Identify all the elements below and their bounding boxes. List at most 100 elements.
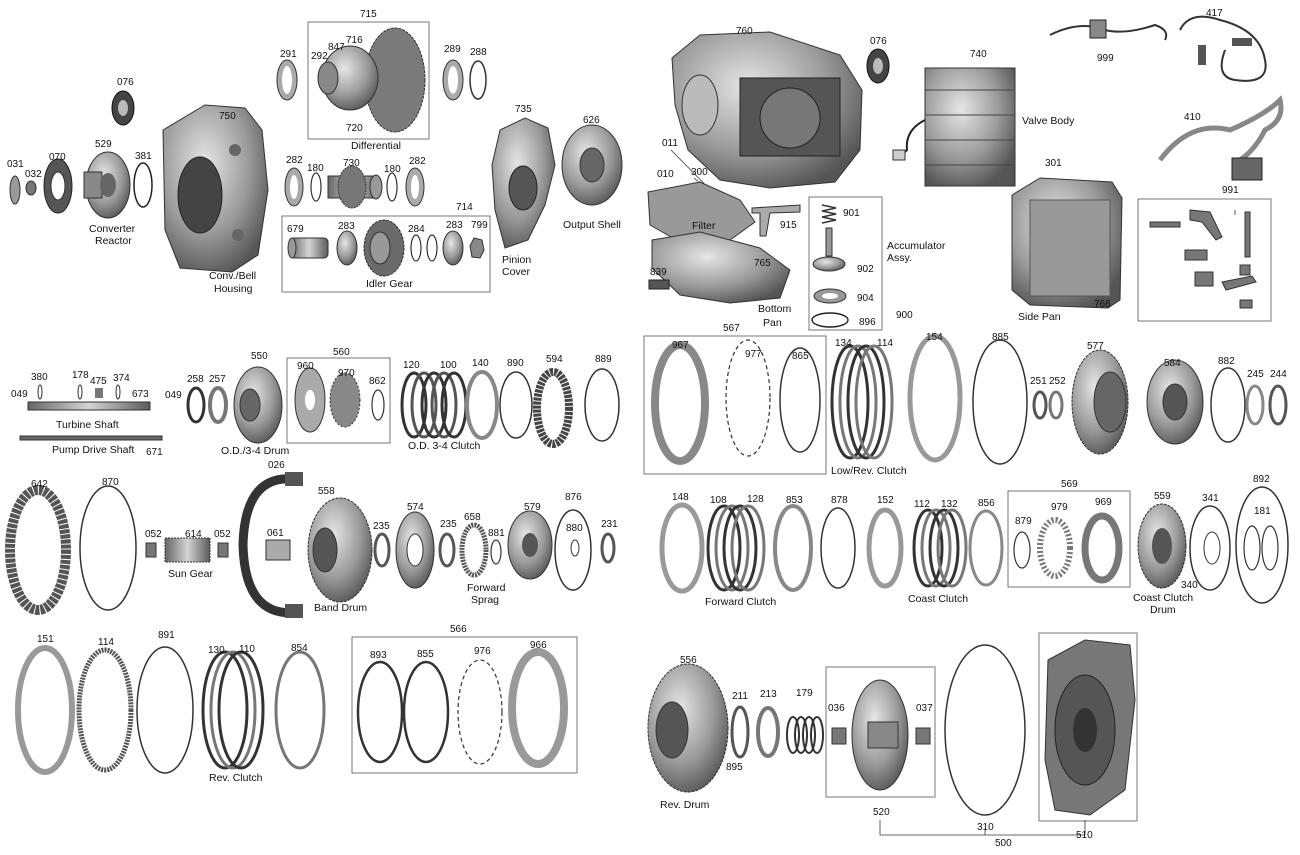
part-870-snap-ring <box>79 485 137 611</box>
part-label: 976 <box>474 646 491 657</box>
part-140-plate <box>465 370 499 440</box>
part-257-washer <box>208 386 228 424</box>
caption-converter: Converter <box>89 223 136 235</box>
part-889-snap-ring <box>584 368 620 442</box>
part-label: 380 <box>31 372 48 383</box>
part-label: 140 <box>472 358 489 369</box>
part-label: 120 <box>403 360 420 371</box>
part-679-idler-shaft <box>287 237 329 259</box>
part-031-washer <box>9 175 21 205</box>
caption-cover: Cover <box>502 266 531 278</box>
part-890-snap-ring <box>499 371 533 439</box>
seal-566-group-box <box>351 636 578 774</box>
part-026-band <box>238 472 303 618</box>
part-label: 626 <box>583 115 600 126</box>
part-839-magnet <box>648 279 670 290</box>
part-510-pump-assembly <box>1044 639 1136 816</box>
part-label: 291 <box>280 49 297 60</box>
part-label: 892 <box>1253 474 1270 485</box>
part-label: 574 <box>407 502 424 513</box>
part-label: 061 <box>267 528 284 539</box>
part-853-snap-ring <box>773 504 813 592</box>
part-label: 715 <box>360 9 377 20</box>
caption-sun-gear: Sun Gear <box>168 568 213 580</box>
part-977-return-spring <box>725 339 771 457</box>
part-052-bearing-right <box>217 542 229 558</box>
part-forward-clutch-pack <box>706 504 766 592</box>
part-658-forward-sprag <box>459 522 489 578</box>
part-label: 114 <box>877 338 893 349</box>
caption-od-drum: O.D./3-4 Drum <box>221 445 290 457</box>
part-label: 614 <box>185 529 202 540</box>
part-310-gasket <box>944 644 1026 816</box>
part-381-snap-ring <box>133 162 153 208</box>
part-label: 766 <box>1094 299 1111 310</box>
part-label: 257 <box>209 374 226 385</box>
part-558-band-drum <box>307 497 373 603</box>
caption-od-clutch: O.D. 3-4 Clutch <box>408 440 481 452</box>
part-label: 901 <box>843 208 860 219</box>
caption-forward: Forward <box>467 582 506 594</box>
part-number-labels: 715 291 292 847 716 289 288 720 076 750 … <box>7 8 1287 849</box>
part-label: 178 <box>72 370 89 381</box>
part-244-washer <box>1268 384 1288 426</box>
part-od-clutch-pack <box>400 371 468 439</box>
caption-reactor: Reactor <box>95 235 132 247</box>
part-976-spring <box>457 659 503 765</box>
differential-group-box <box>307 21 430 140</box>
part-180-shim-left <box>310 172 322 202</box>
harness-group-box <box>1137 198 1272 322</box>
part-label: 896 <box>859 317 876 328</box>
part-label: 904 <box>857 293 874 304</box>
part-label: 283 <box>338 221 355 232</box>
part-label: 052 <box>214 529 231 540</box>
part-label: 862 <box>369 376 386 387</box>
part-282-race-left <box>284 167 304 207</box>
part-rev-clutch-pack <box>201 650 265 770</box>
part-label: 151 <box>37 634 54 645</box>
part-label: 999 <box>1097 53 1114 64</box>
part-label: 880 <box>566 523 583 534</box>
part-856-snap-ring <box>968 509 1004 587</box>
part-979-sprag <box>1037 517 1073 579</box>
part-181-seals <box>1243 525 1279 571</box>
caption-filter: Filter <box>692 220 716 232</box>
caption-conv-bell: Conv./Bell <box>209 270 256 282</box>
caption-forward-clutch: Forward Clutch <box>705 596 776 608</box>
part-label: 010 <box>657 169 674 180</box>
part-245-washer <box>1245 384 1265 426</box>
pump-510-group-box <box>1038 632 1138 822</box>
caption-coast-clutch-drum-1: Coast Clutch <box>1133 592 1193 604</box>
part-915-pin <box>751 204 801 237</box>
part-960-piston <box>294 367 326 433</box>
part-label: 128 <box>747 494 764 505</box>
part-pump-drive-shaft <box>19 435 163 441</box>
part-label: 282 <box>286 155 303 166</box>
caption-turbine-shaft: Turbine Shaft <box>56 419 119 431</box>
caption-pan: Pan <box>763 317 782 329</box>
part-766-side-pan <box>1011 177 1123 309</box>
part-label: 288 <box>470 47 487 58</box>
part-label: 180 <box>384 164 401 175</box>
part-892-snap-ring <box>1235 486 1289 604</box>
part-070-seal <box>43 158 73 214</box>
part-152-plate <box>866 507 904 589</box>
part-876-snap-ring <box>554 509 592 591</box>
part-179-seals <box>786 716 824 754</box>
part-label: 960 <box>297 361 314 372</box>
part-765-bottom-pan <box>651 231 791 304</box>
part-label: 658 <box>464 512 481 523</box>
part-label: 112 <box>914 499 930 510</box>
part-529-converter-reactor <box>83 151 131 219</box>
caption-assy: Assy. <box>887 252 912 264</box>
part-label: 882 <box>1218 356 1235 367</box>
part-label: 529 <box>95 139 112 150</box>
part-label: 292 <box>311 51 328 62</box>
part-label: 341 <box>1202 493 1219 504</box>
part-076-seal-right <box>866 48 890 84</box>
part-label: 211 <box>732 691 748 702</box>
part-626-output-shell <box>561 124 623 206</box>
part-label: 671 <box>146 447 163 458</box>
part-032-bushing <box>25 180 37 196</box>
part-284-spacer <box>410 234 438 262</box>
